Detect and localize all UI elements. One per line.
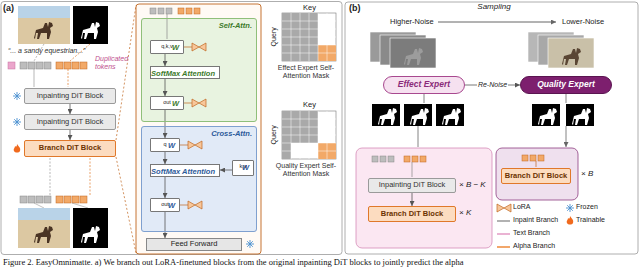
box-text: Branch DiT Block bbox=[381, 210, 444, 218]
softmax-box: SoftMax Attention bbox=[150, 164, 220, 177]
label: × K bbox=[459, 209, 471, 218]
box-text: W bbox=[168, 142, 175, 150]
label: Lower-Noise bbox=[562, 18, 604, 26]
box-text: q,k,v bbox=[161, 43, 173, 49]
legend-text: Trainable bbox=[576, 216, 605, 224]
box-text: SoftMax Attention bbox=[151, 70, 215, 78]
expert-pill: Effect Expert bbox=[383, 76, 465, 94]
label: (b) bbox=[349, 4, 361, 14]
connector bbox=[165, 177, 166, 198]
feedforward-box: Feed Forward bbox=[146, 238, 242, 251]
box-text: out bbox=[161, 201, 169, 207]
edge-label: Re-Noise bbox=[477, 81, 508, 89]
box-text: W bbox=[172, 44, 179, 52]
legend-text: Text Branch bbox=[513, 229, 550, 237]
box-text: k,v bbox=[239, 163, 246, 169]
box-text: Inpainting DiT Block bbox=[379, 181, 446, 189]
label: (a) bbox=[3, 4, 14, 14]
box-text: q bbox=[163, 141, 166, 147]
weight-box: Wk,v bbox=[232, 160, 254, 176]
connector bbox=[70, 104, 71, 114]
label: × B − K bbox=[459, 181, 486, 190]
box-text: Branch DiT Block bbox=[39, 144, 102, 152]
block: Inpainting DiT Block bbox=[24, 88, 116, 104]
attention-masks bbox=[282, 13, 336, 159]
label: Effect Expert Self-Attention Mask bbox=[268, 64, 344, 79]
connector bbox=[165, 110, 166, 138]
legend-text: Inpaint Branch bbox=[513, 216, 558, 224]
connector bbox=[70, 130, 71, 140]
block: Inpainting DiT Block bbox=[24, 114, 116, 130]
connector bbox=[412, 193, 413, 206]
box-text: Cross-Attn. bbox=[211, 130, 252, 138]
legend-text: Frozen bbox=[576, 203, 598, 211]
box-text: Quality Expert bbox=[537, 80, 595, 89]
label: × B bbox=[581, 170, 593, 179]
box-text: Branch DiT Block bbox=[505, 172, 568, 180]
connector bbox=[220, 170, 232, 171]
box-text: out bbox=[163, 99, 171, 105]
block: Inpainting DiT Block bbox=[368, 178, 456, 193]
connector bbox=[165, 212, 166, 238]
label: Key bbox=[303, 101, 316, 109]
label: Query bbox=[270, 125, 278, 144]
weight-box: Wout bbox=[150, 96, 184, 110]
softmax-box: SoftMax Attention bbox=[150, 66, 220, 79]
box-text: W bbox=[168, 202, 175, 210]
branch-block: Branch DiT Block bbox=[24, 140, 116, 157]
branch-block: Branch DiT Block bbox=[368, 206, 456, 222]
connector bbox=[165, 79, 166, 96]
box-text: Inpainting DiT Block bbox=[37, 118, 104, 126]
box-text: Feed Forward bbox=[171, 240, 218, 248]
legend-text: LoRA bbox=[513, 203, 531, 211]
attention-region: Cross-Attn.WqWk,vSoftMax AttentionWout bbox=[141, 126, 257, 232]
weight-box: Wq,k,v bbox=[150, 40, 184, 54]
attention-detail bbox=[136, 4, 261, 254]
label: Duplicated tokens bbox=[95, 55, 133, 70]
box-text: SoftMax Attention bbox=[151, 168, 215, 176]
connector bbox=[165, 152, 166, 164]
weight-box: Wout bbox=[150, 198, 180, 212]
panel-a bbox=[1, 2, 342, 255]
panel-b bbox=[345, 2, 638, 254]
label: Higher-Noise bbox=[390, 18, 434, 26]
label: Quality Expert Self-Attention Mask bbox=[268, 162, 344, 177]
box-text: Self-Attn. bbox=[219, 22, 252, 30]
attention-region: Self-Attn.Wq,k,vSoftMax AttentionWout bbox=[141, 18, 257, 122]
branch-block: Branch DiT Block bbox=[501, 168, 571, 184]
expert-pill: Quality Expert bbox=[520, 76, 612, 94]
connector bbox=[165, 54, 166, 66]
legend-text: Alpha Branch bbox=[513, 242, 555, 250]
weight-box: Wq bbox=[150, 138, 180, 152]
caption: Figure 2. EasyOmnimatte. a) We branch ou… bbox=[3, 258, 464, 267]
legend-samples bbox=[497, 204, 574, 247]
label: Key bbox=[303, 4, 316, 12]
box-text: Inpainting DiT Block bbox=[37, 92, 104, 100]
label: Query bbox=[270, 27, 278, 46]
label: “... a sandy equestrian...” bbox=[8, 47, 85, 55]
box-text: W bbox=[172, 100, 179, 108]
label: Sampling bbox=[477, 3, 510, 12]
box-text: Effect Expert bbox=[398, 80, 450, 89]
